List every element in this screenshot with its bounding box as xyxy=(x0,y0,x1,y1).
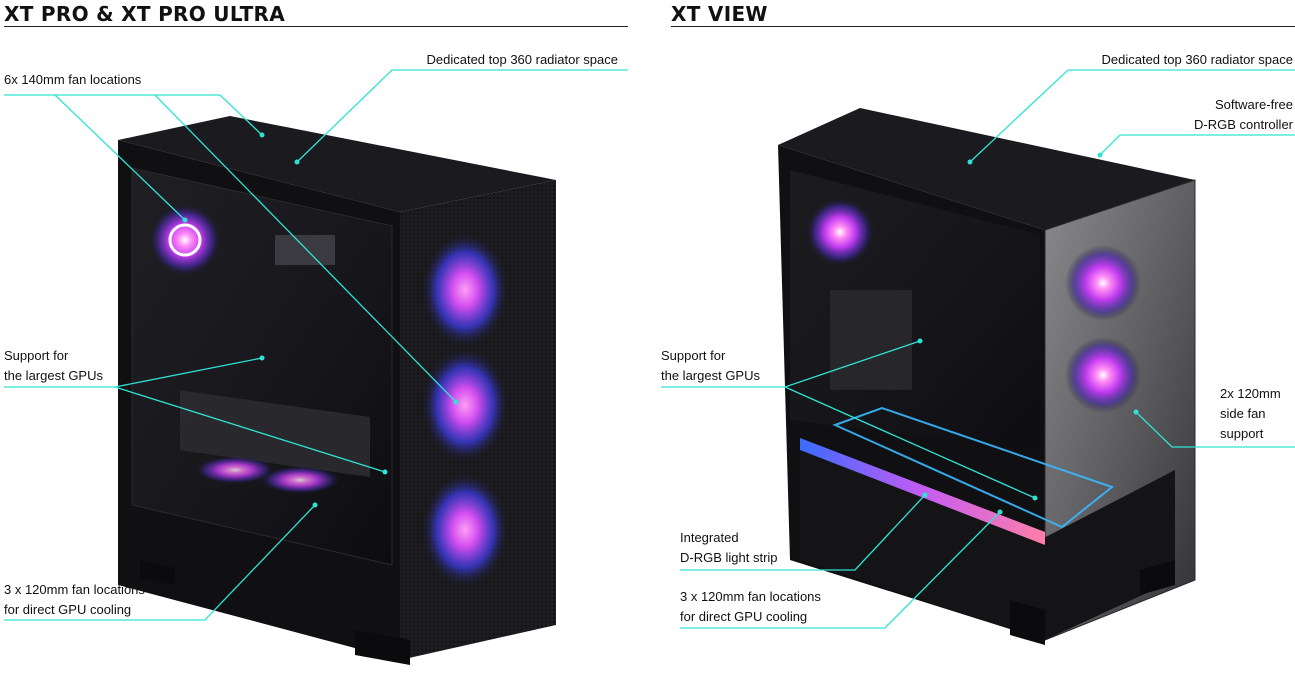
xt-pro-leader-lines xyxy=(4,69,628,621)
title-divider xyxy=(671,26,1295,27)
leader-gpu-cooling xyxy=(4,504,316,621)
leader-controller xyxy=(1099,134,1295,156)
panel-title-xt-view: XT VIEW xyxy=(671,2,768,26)
leader-gpu-support-2 xyxy=(114,386,386,473)
callout-light-strip: Integrated D-RGB light strip xyxy=(680,530,778,565)
leader-light-strip xyxy=(680,494,926,571)
callout-gpu-support: Support for the largest GPUs xyxy=(661,348,760,383)
callout-controller: Software-free D-RGB controller xyxy=(1194,97,1293,132)
leader-top-radiator xyxy=(969,69,1295,163)
leader-fan-front xyxy=(154,94,457,403)
xt-view-leader-lines xyxy=(661,69,1295,629)
leader-gpu-support-2 xyxy=(784,386,1036,499)
callout-top-radiator: Dedicated top 360 radiator space xyxy=(426,52,618,67)
xt-pro-case xyxy=(118,116,556,665)
callout-top-radiator: Dedicated top 360 radiator space xyxy=(1101,52,1293,67)
xt-view-case xyxy=(778,108,1196,645)
callout-gpu-support: Support for the largest GPUs xyxy=(4,348,103,383)
callout-fan-locations: 6x 140mm fan locations xyxy=(4,72,142,87)
callout-side-fan: 2x 120mm side fan support xyxy=(1220,386,1281,441)
panel-title-xt-pro: XT PRO & XT PRO ULTRA xyxy=(4,2,285,26)
leader-fan-top xyxy=(4,94,263,136)
callout-gpu-cooling: 3 x 120mm fan locations for direct GPU c… xyxy=(680,589,821,624)
leader-top-radiator xyxy=(296,69,628,163)
leader-side-fan xyxy=(1135,411,1295,448)
title-divider xyxy=(4,26,628,27)
leader-gpu-cooling xyxy=(680,511,1001,629)
leader-fan-rear xyxy=(54,94,186,221)
callout-gpu-cooling: 3 x 120mm fan locations for direct GPU c… xyxy=(4,582,145,617)
